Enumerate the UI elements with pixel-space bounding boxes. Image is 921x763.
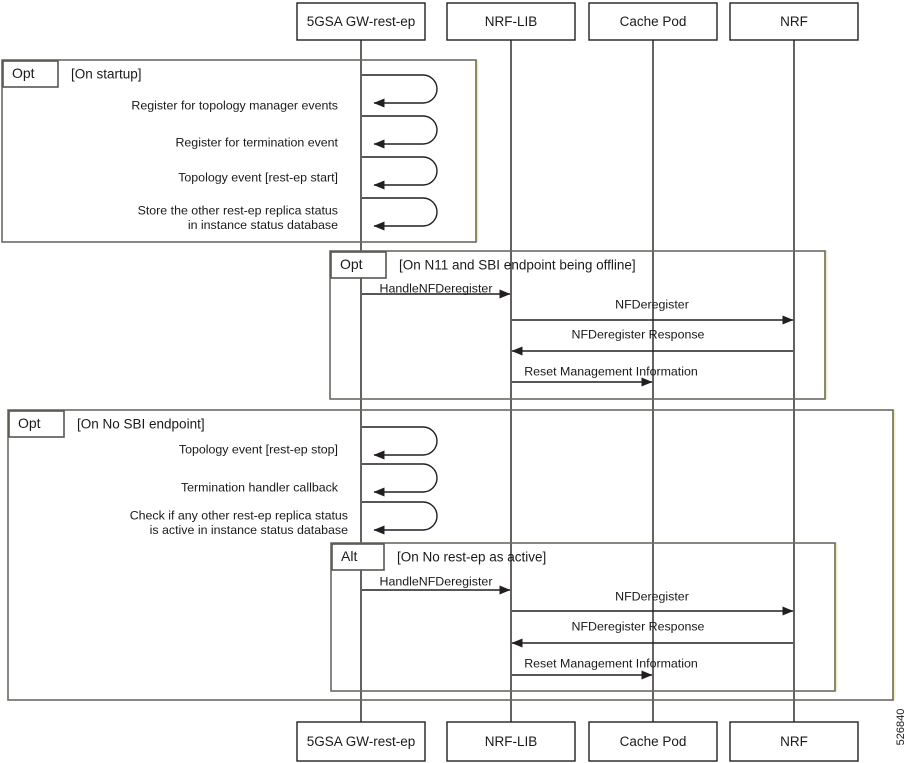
participant-header-boxes: 5GSA GW-rest-ep NRF-LIB Cache Pod NRF	[296, 2, 859, 41]
participant-footer-gw[interactable]: 5GSA GW-rest-ep	[296, 721, 426, 762]
participant-label: 5GSA GW-rest-ep	[307, 734, 416, 749]
fragments-layer: Opt [On startup] Opt [On N11 and SBI endpoi…	[1, 59, 896, 701]
fragment-frag-opt-no-sbi-endpoint: Opt [On No SBI endpoint]	[7, 409, 896, 701]
participant-footer-cache[interactable]: Cache Pod	[588, 721, 718, 762]
message-m15: Reset Management Information	[512, 656, 698, 680]
message-label: Check if any other rest-ep replica statu…	[130, 508, 348, 522]
participant-box[interactable]	[446, 2, 576, 41]
participant-header-nrflib[interactable]: NRF-LIB	[446, 2, 576, 41]
participant-label: 5GSA GW-rest-ep	[307, 14, 416, 29]
participant-label: NRF	[780, 734, 808, 749]
message-label: NFDeregister	[615, 589, 689, 603]
fragment-frag-opt-startup: Opt [On startup]	[1, 59, 479, 243]
participant-box[interactable]	[446, 721, 576, 762]
message-label: NFDeregister Response	[572, 327, 705, 341]
participant-label: Cache Pod	[620, 734, 687, 749]
message-m8: Reset Management Information	[512, 364, 698, 387]
fragment-edge-highlight	[835, 543, 838, 691]
fragment-border	[1, 59, 477, 243]
message-m10: Termination handler callback	[181, 463, 438, 497]
figure-id: 526840	[895, 709, 907, 746]
message-m5: HandleNFDeregister	[362, 281, 511, 299]
message-m3: Topology event [rest-ep start]	[178, 156, 438, 190]
self-message-loop	[362, 426, 438, 460]
message-label: in instance status database	[188, 218, 338, 232]
message-m7: NFDeregister Response	[511, 327, 793, 356]
fragment-guard-label: [On No SBI endpoint]	[77, 417, 205, 432]
fragment-edge-highlight	[893, 410, 896, 700]
participant-footer-boxes: 5GSA GW-rest-ep NRF-LIB Cache Pod NRF	[296, 721, 859, 762]
message-label: Termination handler callback	[181, 480, 339, 494]
participant-header-cache[interactable]: Cache Pod	[588, 2, 718, 41]
message-label: is active in instance status database	[150, 523, 348, 537]
self-message-loop	[362, 197, 438, 231]
message-m13: NFDeregister	[512, 589, 794, 616]
participant-box[interactable]	[296, 721, 426, 762]
fragment-border	[329, 250, 826, 400]
self-message-loop	[362, 156, 438, 190]
participant-box[interactable]	[729, 2, 859, 41]
messages-layer: Register for topology manager eventsRegi…	[130, 74, 794, 680]
message-m12: HandleNFDeregister	[362, 574, 511, 595]
message-label: Reset Management Information	[524, 364, 698, 378]
participant-label: NRF-LIB	[485, 734, 538, 749]
fragment-tag-label: Opt	[12, 65, 35, 81]
fragment-border	[7, 409, 894, 701]
fragment-tag-box	[2, 60, 59, 88]
participant-box[interactable]	[296, 2, 426, 41]
fragment-tag-label: Opt	[18, 415, 41, 431]
fragment-guard-label: [On startup]	[71, 67, 142, 82]
participant-label: NRF-LIB	[485, 14, 538, 29]
participant-label: Cache Pod	[620, 14, 687, 29]
message-label: NFDeregister Response	[572, 619, 705, 633]
participant-footer-nrf[interactable]: NRF	[729, 721, 859, 762]
message-label: Topology event [rest-ep stop]	[179, 442, 338, 456]
participant-header-nrf[interactable]: NRF	[729, 2, 859, 41]
participant-label: NRF	[780, 14, 808, 29]
message-label: Register for topology manager events	[131, 98, 338, 112]
participant-box[interactable]	[588, 2, 718, 41]
fragment-edge-highlight	[476, 60, 479, 242]
fragment-guard-label: [On N11 and SBI endpoint being offline]	[399, 258, 636, 273]
message-m4: Store the other rest-ep replica statusin…	[138, 197, 438, 232]
message-label: Reset Management Information	[524, 656, 698, 670]
figure-id-text: 526840	[895, 709, 907, 746]
message-label: Topology event [rest-ep start]	[178, 170, 338, 184]
participant-box[interactable]	[729, 721, 859, 762]
fragment-tag-label: Opt	[340, 256, 363, 272]
message-label: Register for termination event	[175, 135, 338, 149]
self-message-loop	[362, 501, 438, 535]
message-m14: NFDeregister Response	[511, 619, 793, 648]
message-label: HandleNFDeregister	[380, 574, 493, 588]
self-message-loop	[362, 115, 438, 149]
fragment-border	[330, 542, 836, 692]
message-m6: NFDeregister	[512, 297, 794, 325]
fragment-edge-highlight	[825, 251, 828, 399]
fragment-tag-box	[330, 251, 387, 279]
fragment-frag-alt-no-restep-active: Alt [On No rest-ep as active]	[330, 542, 838, 692]
message-m11: Check if any other rest-ep replica statu…	[130, 501, 438, 537]
participant-box[interactable]	[588, 721, 718, 762]
fragment-tag-box	[331, 543, 385, 571]
lifelines-layer	[360, 40, 795, 722]
message-m1: Register for topology manager events	[131, 74, 438, 112]
participant-header-gw[interactable]: 5GSA GW-rest-ep	[296, 2, 426, 41]
message-label: Store the other rest-ep replica status	[138, 203, 338, 217]
fragment-tag-box	[8, 410, 65, 438]
message-m9: Topology event [rest-ep stop]	[179, 426, 438, 460]
fragment-guard-label: [On No rest-ep as active]	[397, 550, 546, 565]
message-label: NFDeregister	[615, 297, 689, 311]
fragment-frag-opt-n11-sbi-offline: Opt [On N11 and SBI endpoint being offlin…	[329, 250, 828, 400]
message-label: HandleNFDeregister	[380, 281, 493, 295]
fragment-tag-label: Alt	[341, 548, 357, 564]
self-message-loop	[362, 74, 438, 108]
message-m2: Register for termination event	[175, 115, 438, 149]
self-message-loop	[362, 463, 438, 497]
participant-footer-nrflib[interactable]: NRF-LIB	[446, 721, 576, 762]
